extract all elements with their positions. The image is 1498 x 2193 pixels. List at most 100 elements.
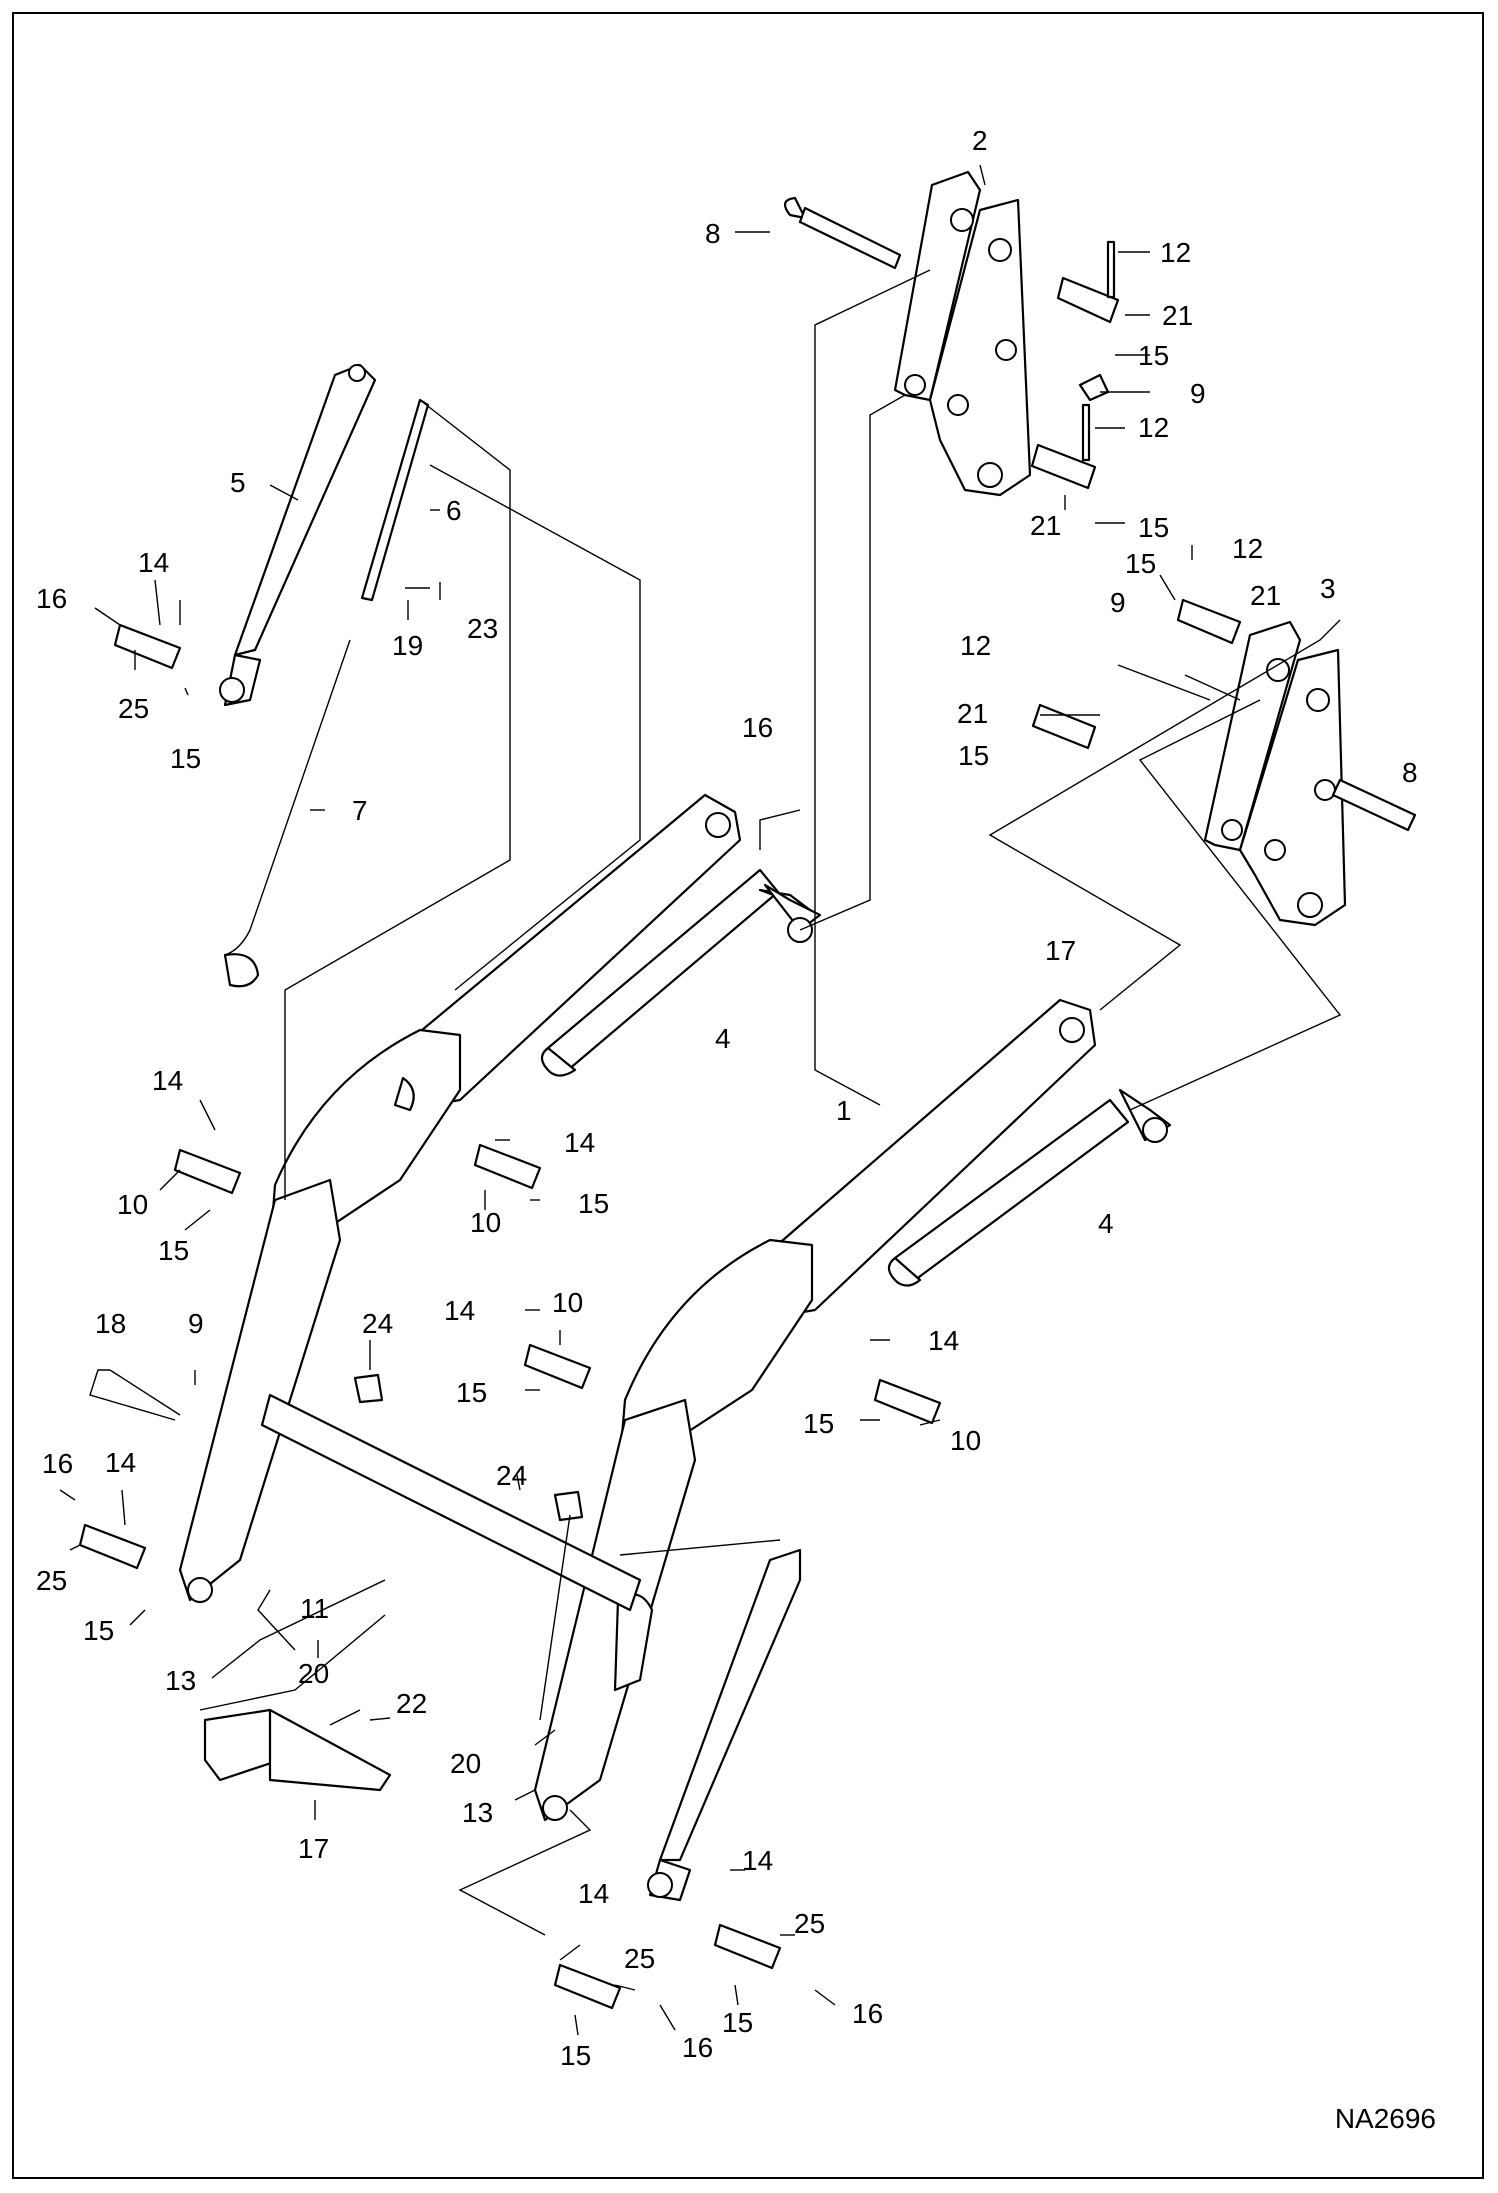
callout-24-center: 24 (496, 1460, 527, 1491)
callout-16-a: 16 (36, 583, 67, 614)
callout-15-j: 15 (83, 1615, 114, 1646)
mounting-frame-2 (893, 170, 1032, 497)
stop-block-24-front (553, 1490, 584, 1522)
pin-25-upper-left (113, 623, 182, 670)
bolt-12-upper (1106, 240, 1116, 299)
callout-15-i: 15 (803, 1408, 834, 1439)
callout-25-b: 25 (36, 1565, 67, 1596)
callout-15-l: 15 (560, 2040, 591, 2071)
callout-17-top: 17 (1045, 935, 1076, 966)
callout-19: 19 (392, 630, 423, 661)
callout-13-left: 13 (165, 1665, 196, 1696)
callout-10-front-left: 10 (552, 1287, 583, 1318)
callout-4-upper: 4 (715, 1023, 731, 1054)
loader-arm-rear (178, 793, 742, 1603)
lift-cylinder-4-upper (540, 868, 822, 1077)
callout-14-b: 14 (152, 1065, 183, 1096)
callout-25-a: 25 (118, 693, 149, 724)
callout-15-d: 15 (958, 740, 989, 771)
callout-14-g: 14 (578, 1878, 609, 1909)
callout-21-b: 21 (1030, 510, 1061, 541)
callout-16-e: 16 (682, 2032, 713, 2063)
bolt-12-lower (1081, 403, 1091, 462)
callout-14-d: 14 (444, 1295, 475, 1326)
callout-15-c: 15 (1125, 548, 1156, 579)
loader-arm-1-front (533, 998, 1097, 1822)
callout-15-a: 15 (1138, 340, 1169, 371)
pin-10-rear-right (473, 1143, 542, 1190)
diagram-frame (12, 12, 1484, 2179)
callout-6: 6 (446, 495, 462, 526)
callout-16-c: 16 (42, 1448, 73, 1479)
drawing-id: NA2696 (1334, 2103, 1436, 2134)
pin-10-front-right (873, 1378, 942, 1425)
callout-5: 5 (230, 467, 246, 498)
callout-21-d: 21 (957, 698, 988, 729)
callout-15-h: 15 (456, 1377, 487, 1408)
rod-end-7 (223, 953, 260, 988)
callout-22: 22 (396, 1688, 427, 1719)
callout-8-top: 8 (705, 218, 721, 249)
callout-15-k: 15 (722, 2007, 753, 2038)
callout-9-right: 9 (1110, 587, 1126, 618)
pin-25-bottom-center (553, 1963, 622, 2010)
callout-4-lower: 4 (1098, 1208, 1114, 1239)
pin-21-lower (1030, 443, 1097, 490)
cross-tube (260, 1393, 642, 1612)
callout-15-g: 15 (578, 1188, 609, 1219)
callout-24-left: 24 (362, 1308, 393, 1339)
callout-25-d: 25 (794, 1908, 825, 1939)
callout-13-center: 13 (462, 1797, 493, 1828)
callout-labels: 1 2 3 4 4 5 6 7 8 8 9 9 9 10 10 10 10 11… (36, 125, 1418, 2071)
callout-14-e: 14 (928, 1325, 959, 1356)
pin-8-right (1331, 778, 1417, 832)
pin-21-right-upper (1176, 598, 1242, 645)
callout-20-center: 20 (450, 1748, 481, 1779)
stop-block-24-rear (353, 1373, 384, 1404)
pin-10-front-left (523, 1343, 592, 1390)
indicator-rod-6 (360, 398, 430, 602)
pin-21-right-lower (1031, 703, 1097, 750)
callout-11: 11 (300, 1593, 329, 1624)
callout-17-step: 17 (298, 1833, 329, 1864)
callout-9-left: 9 (188, 1308, 204, 1339)
callout-15-e: 15 (170, 743, 201, 774)
callout-8-right: 8 (1402, 757, 1418, 788)
callout-18: 18 (95, 1308, 126, 1339)
callout-25-c: 25 (624, 1943, 655, 1974)
callout-3: 3 (1320, 573, 1336, 604)
callout-21-a: 21 (1162, 300, 1193, 331)
callout-10-rear-left: 10 (117, 1189, 148, 1220)
pin-8-top (783, 196, 902, 270)
bucket-cylinder-5 (219, 363, 377, 707)
pin-25-bottom-right (713, 1923, 782, 1970)
pin-25-lower-left (78, 1523, 147, 1570)
callout-7: 7 (352, 795, 368, 826)
callout-2: 2 (972, 125, 988, 156)
bucket-cylinder-right (647, 1548, 802, 1902)
callout-15-b: 15 (1138, 512, 1169, 543)
pin-10-rear-left (173, 1148, 242, 1195)
callout-16-d: 16 (852, 1998, 883, 2029)
callout-14-a: 14 (138, 547, 169, 578)
lift-cylinder-4-lower (887, 1088, 1172, 1287)
step-17 (203, 1708, 392, 1792)
callout-14-f: 14 (105, 1447, 136, 1478)
callout-12-d: 12 (960, 630, 991, 661)
callout-10-front-right: 10 (950, 1425, 981, 1456)
callout-12-b: 12 (1138, 412, 1169, 443)
washer-9-top (1078, 373, 1110, 402)
callout-14-c: 14 (564, 1127, 595, 1158)
callout-12-c: 12 (1232, 533, 1263, 564)
callout-9-top: 9 (1190, 378, 1206, 409)
callout-14-h: 14 (742, 1845, 773, 1876)
mounting-frame-3 (1203, 620, 1347, 927)
callout-10-rear-right: 10 (470, 1207, 501, 1238)
leader-lines (59, 164, 1342, 2036)
callout-23: 23 (467, 613, 498, 644)
callout-12-a: 12 (1160, 237, 1191, 268)
pin-21-upper (1056, 276, 1120, 324)
handle-18 (89, 1369, 176, 1421)
callout-21-c: 21 (1250, 580, 1281, 611)
